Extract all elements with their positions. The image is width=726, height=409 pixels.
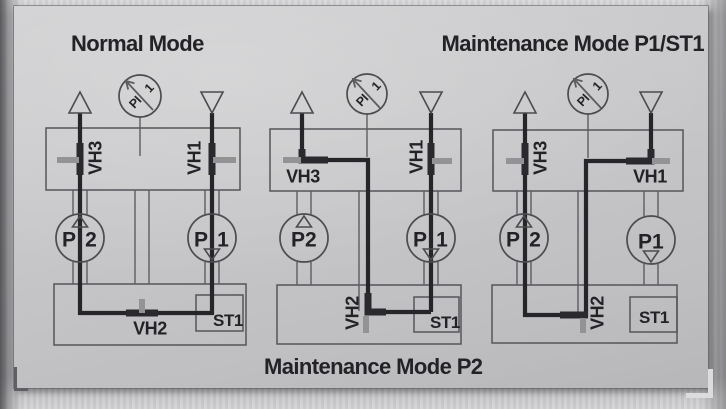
manifold-box (269, 128, 462, 192)
gauge-arrowhead-icon (572, 77, 583, 88)
pump-direction-down-icon (202, 248, 222, 262)
inlet-arrow-icon (638, 91, 664, 115)
plate-background (14, 6, 708, 388)
pump-circle (499, 213, 549, 263)
pump-number: 1 (436, 228, 448, 251)
gauge-needle (352, 78, 381, 109)
diagram-maintenance-mode-p2: PI 1 P 2 P 1 VH3 VH1 VH2 ST1 (269, 73, 462, 345)
strainer-label-st1: ST1 (430, 313, 460, 332)
pump-direction-up-icon (70, 214, 90, 228)
pump-number: 2 (305, 228, 317, 251)
gauge-label: PI (126, 93, 144, 111)
pump-number: 2 (529, 228, 541, 251)
gauge-label: PI (574, 91, 592, 109)
valve-vh1 (208, 143, 236, 175)
pump-letter: P (506, 228, 520, 251)
pump-circle (279, 213, 329, 263)
valve-label-vh3: VH3 (286, 166, 320, 186)
valve-label-vh1: VH1 (184, 141, 204, 175)
pump-letter: P (194, 228, 208, 251)
pump-direction-up-icon (294, 214, 314, 228)
title-maintenance-p2: Maintenance Mode P2 (264, 354, 483, 379)
pressure-gauge: PI 1 (118, 74, 162, 118)
valve-vh1 (427, 143, 452, 175)
valve-vh3 (57, 143, 84, 175)
pump-p2: P 2 (55, 213, 105, 263)
valve-vh3 (283, 149, 328, 164)
outlet-arrow-icon (289, 90, 315, 114)
frame-corner-mark-left (14, 367, 28, 391)
pump-number: 2 (85, 228, 97, 251)
manifold-box (45, 127, 241, 191)
valve-label-vh2: VH2 (342, 296, 362, 330)
inlet-arrow-icon (199, 91, 225, 115)
pump-number: 1 (217, 228, 229, 251)
gauge-label: PI (353, 91, 371, 109)
pump-direction-down-icon (641, 250, 661, 264)
outlet-arrow-icon (512, 90, 538, 114)
valve-label-vh3: VH3 (530, 141, 550, 175)
pipe-lines (72, 117, 220, 284)
title-maintenance-p1st1: Maintenance Mode P1/ST1 (441, 31, 705, 56)
pump-p2: P 2 (499, 213, 549, 263)
valve-vh2 (126, 299, 158, 317)
valve-vh1 (626, 149, 670, 165)
strainer-box (629, 296, 678, 333)
gauge-needle (125, 80, 154, 111)
diagram-maintenance-mode-p1st1: PI 1 P 2 P 1 VH3 VH1 VH2 ST1 (491, 73, 684, 344)
pump-letter: P (291, 228, 305, 251)
valve-seat (626, 149, 655, 165)
pressure-gauge: PI 1 (567, 73, 609, 115)
pressure-gauge: PI 1 (346, 73, 388, 115)
gauge-arrowhead-icon (124, 79, 135, 90)
valve-vh3 (506, 143, 529, 175)
pump-direction-up-icon (514, 214, 534, 228)
gauge-arrowhead-icon (351, 77, 362, 88)
outlet-arrow-icon (67, 90, 93, 114)
pump-circle (626, 215, 676, 265)
pipe-lines (296, 114, 439, 311)
valve-label-vh2: VH2 (133, 318, 167, 338)
valve-vh2 (560, 311, 588, 333)
strainer-label-st1: ST1 (213, 311, 243, 330)
valve-vh2 (363, 293, 386, 333)
pump-circle (187, 213, 237, 263)
valve-label-vh1: VH1 (406, 140, 426, 174)
pump-p2: P 2 (279, 213, 329, 263)
valve-label-vh1: VH1 (633, 166, 667, 186)
pump-p1: P 1 (187, 213, 237, 263)
valve-seat (364, 293, 386, 316)
pump-p1: P 1 (626, 215, 676, 265)
pump-letter: P (638, 230, 652, 253)
frame-corner-mark-right (686, 369, 713, 398)
pump-circle (55, 213, 105, 263)
pipe-lines (516, 114, 659, 313)
gauge-needle (573, 78, 602, 109)
pump-number: 1 (652, 230, 664, 253)
diagram-normal-mode: PI 1 P 2 P 1 VH3 VH1 VH2 ST1 (45, 74, 247, 346)
tank-box (53, 283, 247, 346)
inlet-arrow-icon (418, 91, 444, 115)
pump-p1: P 1 (406, 213, 456, 263)
gauge-circle (567, 73, 609, 115)
pump-direction-down-icon (421, 248, 441, 262)
pump-circle (406, 213, 456, 263)
pump-letter: P (413, 228, 427, 251)
valve-label-vh3: VH3 (85, 141, 105, 175)
valve-label-vh2: VH2 (587, 296, 607, 330)
gauge-number: 1 (142, 81, 157, 96)
strainer-box (413, 296, 460, 333)
gauge-circle (118, 74, 162, 118)
pump-letter: P (62, 228, 76, 251)
title-normal-mode: Normal Mode (71, 31, 204, 56)
valve-seat (298, 149, 328, 164)
strainer-label-st1: ST1 (639, 308, 669, 327)
gauge-circle (346, 73, 388, 115)
